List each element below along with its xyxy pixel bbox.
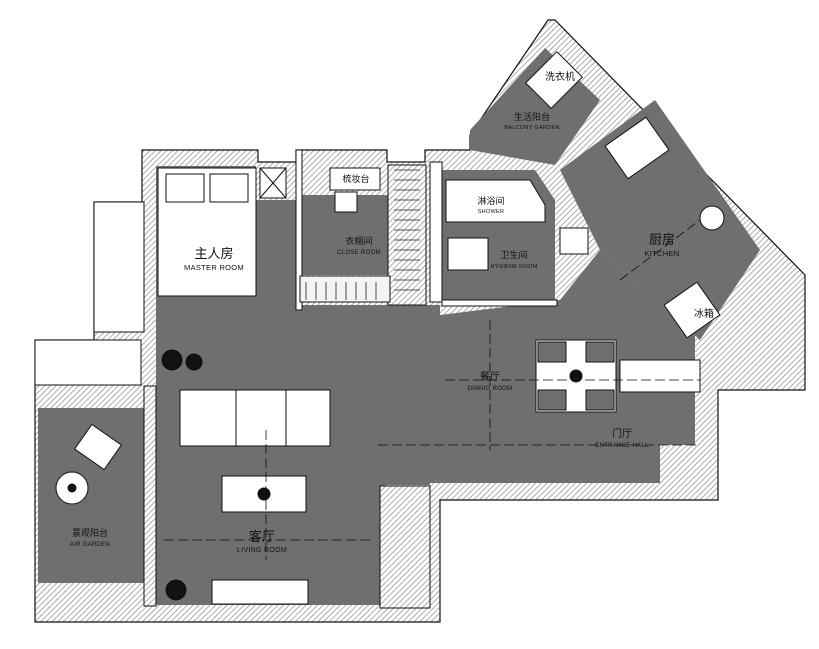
label-dining-cn: 餐厅 <box>480 370 500 383</box>
label-balcony-en: BALCONY GARDEN <box>504 125 559 131</box>
label-air-garden-cn: 景观阳台 <box>72 527 108 539</box>
label-dining-en: DINNIG ROOM <box>468 386 513 392</box>
plant <box>161 349 183 371</box>
toilet <box>447 237 489 271</box>
label-hygiene-en: HYGIENE ROOM <box>491 264 538 270</box>
label-cloak-en: CLOSE ROOM <box>337 250 381 256</box>
furniture <box>55 51 725 605</box>
label-shower-cn: 淋浴间 <box>477 195 504 207</box>
label-air-garden-en: AIR GARDEN <box>70 542 110 548</box>
shower-tray <box>445 179 546 223</box>
guide-lines <box>164 219 701 560</box>
floor-areas <box>38 48 760 605</box>
label-living-en: LIVING ROOM <box>237 547 287 554</box>
label-living-cn: 客厅 <box>249 529 275 545</box>
label-fridge: 冰箱 <box>694 307 714 320</box>
label-kitchen-cn: 厨房 <box>649 232 675 248</box>
dressing-table <box>329 167 381 191</box>
tv-unit <box>211 579 309 605</box>
label-entrance-cn: 门厅 <box>612 427 632 440</box>
label-kitchen-en: KITCHEN <box>644 249 679 258</box>
label-shower-en: SHOWER <box>478 209 505 215</box>
label-hygiene-cn: 卫生间 <box>500 249 527 261</box>
kitchen-sink <box>604 116 670 180</box>
fridge <box>663 281 721 339</box>
floor-public <box>156 250 695 605</box>
interior-walls <box>34 149 558 609</box>
label-balcony-cn: 生活阳台 <box>514 111 550 123</box>
lounge-chair <box>73 423 123 471</box>
floor-kitchen <box>560 100 760 340</box>
room-labels: 主人房 MASTER ROOM 梳妆台 衣帽间 CLOSE ROOM 淋浴间 S… <box>70 70 714 554</box>
sofa <box>179 389 331 447</box>
label-master-en: MASTER ROOM <box>184 263 244 272</box>
label-master-cn: 主人房 <box>194 246 233 262</box>
label-washing-machine: 洗衣机 <box>545 70 575 83</box>
label-entrance-en: ENTRANCE HALL <box>595 443 649 449</box>
label-cloak-cn: 衣帽间 <box>345 235 372 247</box>
washing-machine <box>525 51 583 109</box>
label-dressing-table: 梳妆台 <box>342 173 369 185</box>
